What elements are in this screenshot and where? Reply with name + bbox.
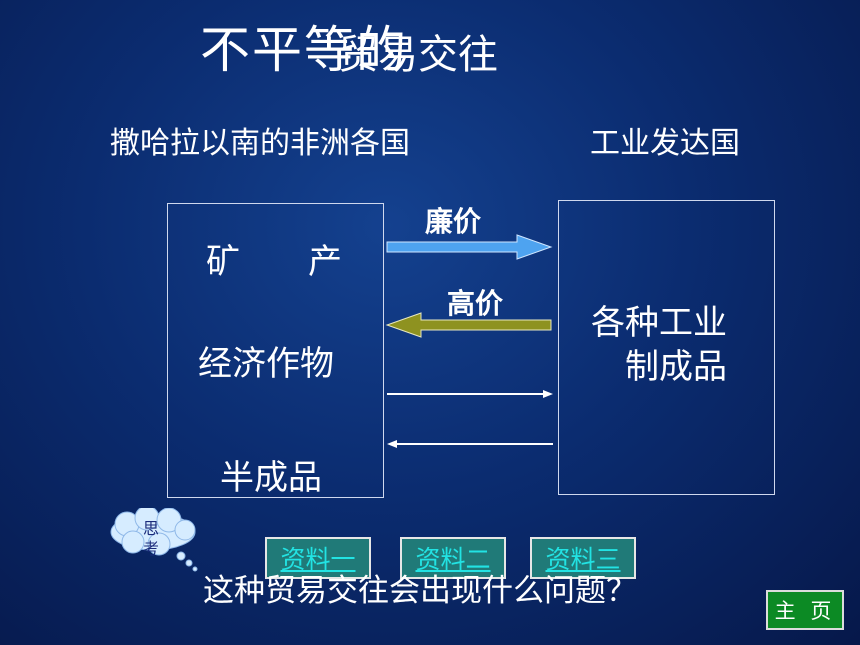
thin-left-arrow-icon (387, 440, 553, 448)
item-industrial-line2: 制成品 (625, 347, 727, 387)
expensive-price-label: 高价 (447, 287, 504, 320)
think-label: 思考 (142, 519, 159, 558)
cheap-price-label: 廉价 (425, 205, 482, 238)
region-left-label: 撒哈拉以南的非洲各国 (110, 126, 410, 161)
material-two-button[interactable]: 资料二 (400, 537, 506, 579)
africa-exports-box: 矿 产 经济作物 半成品 (167, 203, 384, 498)
title-overlay: 贸易交往 (338, 32, 498, 78)
thin-right-arrow-icon (387, 390, 553, 398)
cheap-right-arrow-icon (386, 234, 553, 260)
discussion-question: 这种贸易交往会出现什么问题？ (203, 573, 637, 609)
material-three-button[interactable]: 资料三 (530, 537, 636, 579)
item-cash-crops: 经济作物 (198, 344, 334, 384)
developed-exports-box: 各种工业 制成品 (558, 200, 775, 495)
item-industrial-line1: 各种工业 (591, 303, 727, 343)
think-cloud-icon (110, 508, 198, 572)
item-semi-finished: 半成品 (220, 458, 322, 498)
title-main: 不平等的 (200, 21, 408, 79)
home-button[interactable]: 主 页 (766, 590, 844, 630)
item-minerals: 矿 产 (206, 242, 342, 282)
region-right-label: 工业发达国 (590, 126, 740, 161)
material-one-button[interactable]: 资料一 (265, 537, 371, 579)
expensive-left-arrow-icon (385, 312, 552, 338)
